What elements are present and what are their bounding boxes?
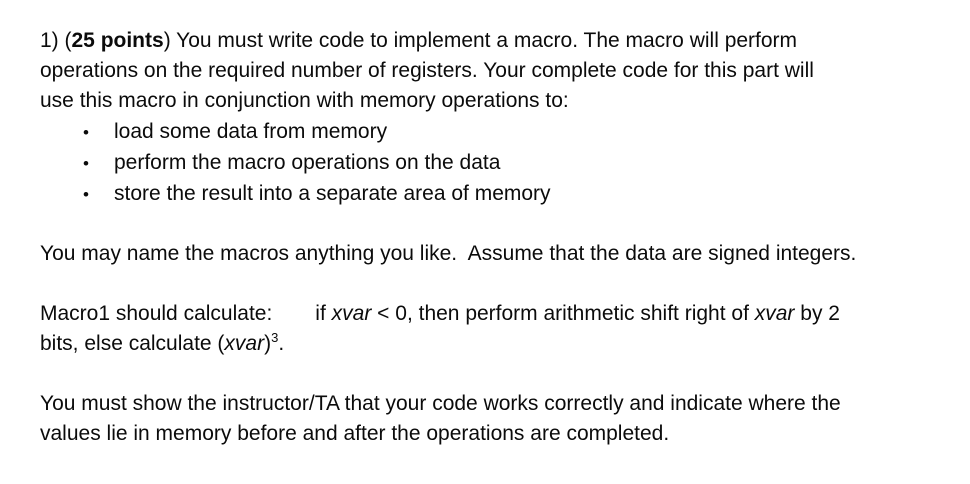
text-run: 1) (	[40, 29, 72, 52]
paragraph-line: use this macro in conjunction with memor…	[40, 86, 940, 116]
paragraph-gap	[40, 359, 940, 389]
paragraph-line: operations on the required number of reg…	[40, 56, 940, 86]
text-run: if	[315, 302, 332, 325]
text-run: use this macro in conjunction with memor…	[40, 89, 569, 112]
text-run: You must show the instructor/TA that you…	[40, 392, 841, 415]
paragraph-line: Macro1 should calculate: if xvar < 0, the…	[40, 299, 940, 329]
text-run: You may name the macros anything you lik…	[40, 242, 857, 265]
paragraph-gap	[40, 269, 940, 299]
text-run: ) You must write code to implement a mac…	[163, 29, 798, 52]
bullet-item: • load some data from memory	[40, 116, 940, 147]
text-run: Macro1 should calculate:	[40, 302, 273, 325]
text-run: perform the macro operations on the data	[114, 151, 501, 174]
text-run: bits, else calculate (	[40, 332, 225, 355]
bullet-icon: •	[83, 185, 89, 204]
bullet-item: • store the result into a separate area o…	[40, 178, 940, 209]
text-run: store the result into a separate area of…	[114, 182, 551, 205]
text-run: 25 points	[71, 29, 164, 52]
document-body: 1) (25 points) You must write code to im…	[40, 26, 940, 449]
paragraph-gap	[40, 209, 940, 239]
text-run: values lie in memory before and after th…	[40, 422, 670, 445]
bullet-item: • perform the macro operations on the dat…	[40, 147, 940, 178]
bullet-icon: •	[83, 154, 89, 173]
text-run: < 0, then perform arithmetic shift right…	[371, 302, 755, 325]
paragraph-line: You must show the instructor/TA that you…	[40, 389, 940, 419]
text-run: 3	[271, 330, 279, 345]
text-run: load some data from memory	[114, 120, 388, 143]
paragraph-line: You may name the macros anything you lik…	[40, 239, 940, 269]
text-run: operations on the required number of reg…	[40, 59, 814, 82]
text-run: .	[278, 332, 285, 355]
bullet-icon: •	[83, 123, 89, 142]
text-run: xvar	[754, 302, 795, 325]
paragraph-line: bits, else calculate (xvar)3.	[40, 329, 940, 359]
text-run: by 2	[794, 302, 840, 325]
text-run: xvar	[331, 302, 372, 325]
paragraph-line: values lie in memory before and after th…	[40, 419, 940, 449]
text-run: xvar	[224, 332, 265, 355]
text-run: )	[264, 332, 272, 355]
paragraph-line: 1) (25 points) You must write code to im…	[40, 26, 940, 56]
